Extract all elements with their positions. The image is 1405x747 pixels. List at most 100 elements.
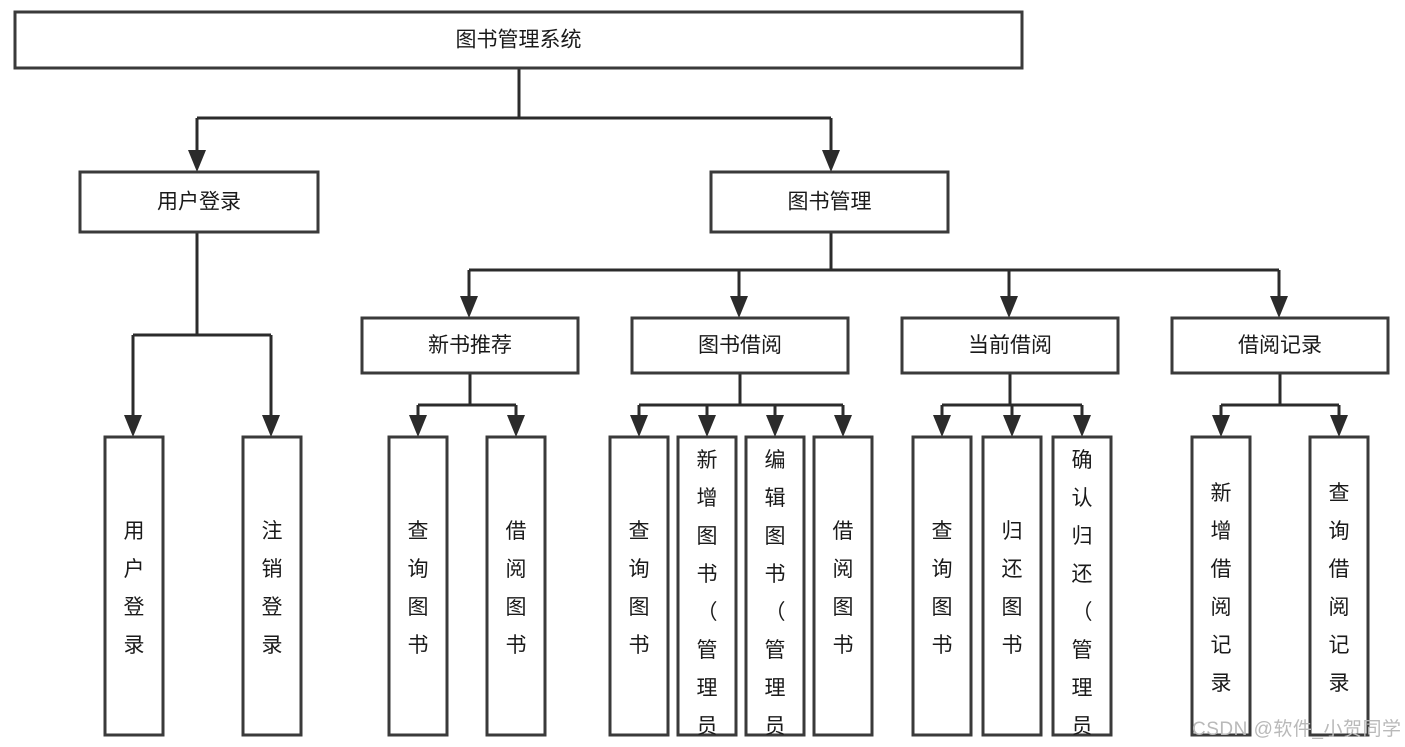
label-char: 用 bbox=[124, 520, 145, 543]
label-char: 确 bbox=[1072, 449, 1093, 472]
level2-node-3-label: 借阅记录 bbox=[1238, 334, 1322, 357]
level2-node-1-box[interactable] bbox=[630, 316, 850, 375]
label-char: 查 bbox=[408, 520, 429, 543]
arrow-head-icon bbox=[933, 415, 951, 437]
label-char: 书 bbox=[506, 634, 527, 657]
leaf-node-7-box[interactable] bbox=[812, 435, 874, 737]
leaf-node-11-box[interactable] bbox=[1190, 435, 1252, 737]
label-char: 员 bbox=[697, 715, 718, 738]
label-char: 阅 bbox=[833, 558, 854, 581]
label-char: 新 bbox=[697, 449, 718, 472]
label-char: 增 bbox=[697, 487, 718, 510]
level2-node-2-label: 当前借阅 bbox=[968, 334, 1052, 357]
label-char: 图 bbox=[506, 596, 527, 619]
label-char: 阅 bbox=[506, 558, 527, 581]
label-char: 查 bbox=[629, 520, 650, 543]
label-char: 书 bbox=[833, 634, 854, 657]
label-char: 询 bbox=[408, 558, 429, 581]
arrow-head-icon bbox=[834, 415, 852, 437]
level1-node-0-box[interactable] bbox=[78, 170, 320, 234]
level1-node-1-box[interactable] bbox=[709, 170, 950, 234]
label-char: 还 bbox=[1072, 563, 1093, 586]
arrow-head-icon bbox=[630, 415, 648, 437]
level2-node-0-label: 新书推荐 bbox=[428, 334, 512, 357]
leaf-node-8-box[interactable] bbox=[911, 435, 973, 737]
label-char: 借 bbox=[1329, 558, 1350, 581]
label-char: （ bbox=[765, 601, 786, 624]
leaf-node-5-box[interactable] bbox=[676, 435, 738, 737]
arrow-head-icon bbox=[1212, 415, 1230, 437]
arrow-head-icon bbox=[822, 150, 840, 172]
arrow-head-icon bbox=[262, 415, 280, 437]
label-char: 图 bbox=[408, 596, 429, 619]
arrow-head-icon bbox=[1003, 415, 1021, 437]
label-char: 阅 bbox=[1211, 596, 1232, 619]
leaf-node-4-box[interactable] bbox=[608, 435, 670, 737]
leaf-node-1-box[interactable] bbox=[241, 435, 303, 737]
label-char: 户 bbox=[124, 558, 145, 581]
label-char: 询 bbox=[932, 558, 953, 581]
leaf-node-0-label: 用户登录 bbox=[124, 520, 145, 657]
leaf-node-3-box[interactable] bbox=[485, 435, 547, 737]
label-char: 借 bbox=[1211, 558, 1232, 581]
leaf-node-6-box[interactable] bbox=[744, 435, 806, 737]
watermark-label: CSDN @软件_小贺同学 bbox=[1192, 719, 1402, 740]
root-node-图书管理系统-box[interactable] bbox=[13, 10, 1024, 70]
arrow-head-icon bbox=[460, 296, 478, 318]
arrow-head-icon bbox=[730, 296, 748, 318]
arrow-head-icon bbox=[188, 150, 206, 172]
leaf-node-9-box[interactable] bbox=[981, 435, 1043, 737]
label-char: 登 bbox=[124, 596, 145, 619]
label-char: 注 bbox=[262, 520, 283, 543]
label-char: 记 bbox=[1211, 634, 1232, 657]
label-char: 员 bbox=[765, 715, 786, 738]
level2-node-0-box[interactable] bbox=[360, 316, 580, 375]
label-char: 书 bbox=[765, 563, 786, 586]
leaf-node-12-box[interactable] bbox=[1308, 435, 1370, 737]
arrow-head-icon bbox=[1000, 296, 1018, 318]
label-char: 管 bbox=[697, 639, 718, 662]
label-char: 查 bbox=[932, 520, 953, 543]
arrow-head-icon bbox=[698, 415, 716, 437]
label-char: 图 bbox=[629, 596, 650, 619]
label-char: 图 bbox=[1002, 596, 1023, 619]
label-char: 书 bbox=[408, 634, 429, 657]
label-char: 还 bbox=[1002, 558, 1023, 581]
label-char: 销 bbox=[262, 558, 283, 581]
leaf-node-0-box[interactable] bbox=[103, 435, 165, 737]
leaf-node-2-box[interactable] bbox=[387, 435, 449, 737]
label-char: 录 bbox=[124, 634, 145, 657]
label-char: 增 bbox=[1211, 520, 1232, 543]
arrow-head-icon bbox=[409, 415, 427, 437]
level2-node-1-label: 图书借阅 bbox=[698, 334, 782, 357]
label-char: 理 bbox=[1072, 677, 1093, 700]
label-char: 录 bbox=[262, 634, 283, 657]
label-char: （ bbox=[1072, 601, 1093, 624]
label-char: 图 bbox=[697, 525, 718, 548]
label-char: 新 bbox=[1211, 482, 1232, 505]
arrow-head-icon bbox=[766, 415, 784, 437]
level2-node-3-box[interactable] bbox=[1170, 316, 1390, 375]
level1-node-0-label: 用户登录 bbox=[157, 191, 241, 214]
label-char: 归 bbox=[1072, 525, 1093, 548]
label-char: 管 bbox=[765, 639, 786, 662]
level1-node-1-label: 图书管理 bbox=[788, 191, 872, 214]
arrow-head-icon bbox=[507, 415, 525, 437]
leaf-node-10-box[interactable] bbox=[1051, 435, 1113, 737]
label-char: 员 bbox=[1072, 715, 1093, 738]
label-char: 认 bbox=[1072, 487, 1093, 510]
label-char: 辑 bbox=[765, 487, 786, 510]
level2-node-2-box[interactable] bbox=[900, 316, 1120, 375]
label-char: 借 bbox=[506, 520, 527, 543]
label-char: 书 bbox=[629, 634, 650, 657]
